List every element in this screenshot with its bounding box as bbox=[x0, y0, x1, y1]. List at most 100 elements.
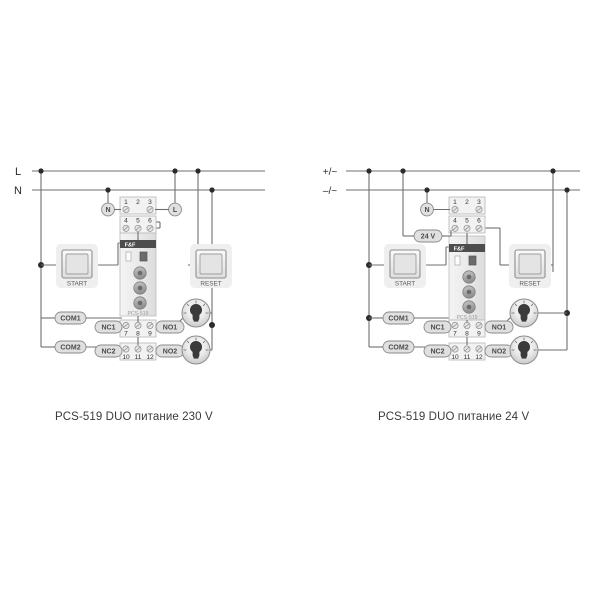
terminal-number-6: 6 bbox=[477, 218, 481, 225]
terminal-number-4: 4 bbox=[453, 218, 457, 225]
minus-rail-label: –/~ bbox=[323, 186, 337, 197]
line-rail-label: L bbox=[15, 166, 21, 178]
knob-3-center bbox=[466, 304, 472, 310]
diagram-right: +/~ –/~ bbox=[323, 167, 580, 365]
terminal-number-9: 9 bbox=[148, 330, 152, 337]
nc1-label: NC1 bbox=[94, 320, 123, 334]
led-indicator-1 bbox=[454, 255, 461, 266]
start-switch-rocker[interactable] bbox=[65, 253, 89, 275]
voltage-badge-label: 24 V bbox=[421, 234, 436, 241]
junction-dot bbox=[400, 168, 406, 174]
reset-switch[interactable]: RESET bbox=[190, 244, 232, 288]
no2-label-text: NO2 bbox=[163, 349, 178, 356]
terminal-number-7: 7 bbox=[453, 330, 457, 337]
start-switch[interactable]: START bbox=[56, 244, 98, 288]
terminal-screw-5 bbox=[134, 224, 142, 232]
device-module-right: F&F PCS-519 1 2 3 4 5 bbox=[448, 196, 486, 361]
junction-dot bbox=[550, 168, 556, 174]
voltage-badge: 24 V bbox=[413, 229, 443, 243]
nc2-label: NC2 bbox=[423, 344, 452, 358]
terminal-screw-11 bbox=[463, 345, 471, 353]
junction-dot bbox=[366, 168, 372, 174]
terminal-screw-3 bbox=[475, 206, 483, 213]
terminal-number-7: 7 bbox=[124, 330, 128, 337]
caption-right: PCS-519 DUO питание 24 V bbox=[378, 411, 530, 423]
terminal-screw-5 bbox=[463, 224, 471, 232]
line-badge: L bbox=[168, 202, 182, 217]
knob-1-center bbox=[137, 270, 143, 276]
com1-label-text: COM1 bbox=[60, 316, 80, 323]
terminal-number-8: 8 bbox=[136, 330, 140, 337]
lamp-1 bbox=[509, 298, 539, 328]
terminal-screw-4 bbox=[451, 224, 459, 232]
no1-label: NO1 bbox=[155, 320, 185, 334]
terminal-number-10: 10 bbox=[122, 354, 130, 361]
reset-switch[interactable]: RESET bbox=[509, 244, 551, 288]
device-model-text: PCS-519 bbox=[127, 311, 148, 317]
brand-logo-text: F&F bbox=[125, 242, 136, 248]
terminal-number-8: 8 bbox=[465, 330, 469, 337]
led-indicator-2 bbox=[468, 255, 477, 266]
lamp-1 bbox=[181, 298, 211, 328]
terminal-screw-12 bbox=[475, 345, 483, 353]
terminal-screw-12 bbox=[146, 345, 154, 353]
knob-1-center bbox=[466, 274, 472, 280]
terminal-screw-10 bbox=[451, 345, 459, 353]
nc1-label-text: NC1 bbox=[101, 325, 115, 332]
terminal-screw-1 bbox=[451, 206, 459, 213]
lamp-2 bbox=[509, 335, 539, 365]
com2-label-text: COM2 bbox=[60, 345, 80, 352]
nc1-label-text: NC1 bbox=[430, 325, 444, 332]
no2-label: NO2 bbox=[484, 344, 514, 358]
no1-label: NO1 bbox=[484, 320, 514, 334]
neutral-rail-label: N bbox=[14, 185, 22, 197]
junction-dot bbox=[209, 322, 215, 328]
terminal-number-2: 2 bbox=[465, 199, 469, 206]
knob-3-center bbox=[137, 300, 143, 306]
terminal-number-11: 11 bbox=[135, 354, 142, 361]
com1-label: COM1 bbox=[54, 311, 87, 325]
terminal-screw-11 bbox=[134, 345, 142, 353]
lamp-2 bbox=[181, 335, 211, 365]
terminal-screw-7 bbox=[451, 322, 459, 329]
com2-label-text: COM2 bbox=[388, 345, 408, 352]
terminal-screw-6 bbox=[146, 224, 154, 232]
terminal-screw-9 bbox=[475, 322, 483, 329]
terminal-number-12: 12 bbox=[146, 354, 154, 361]
junction-dot bbox=[105, 187, 111, 193]
plus-rail-label: +/~ bbox=[323, 167, 338, 178]
terminal-number-11: 11 bbox=[464, 354, 471, 361]
junction-dot bbox=[38, 168, 44, 174]
reset-switch-label: RESET bbox=[200, 281, 221, 288]
no2-label-text: NO2 bbox=[492, 349, 507, 356]
com1-label: COM1 bbox=[382, 311, 415, 325]
caption-left: PCS-519 DUO питание 230 V bbox=[55, 411, 213, 423]
start-switch-label: START bbox=[67, 281, 87, 288]
start-switch[interactable]: START bbox=[384, 244, 426, 288]
brand-band bbox=[120, 240, 156, 248]
nc2-label: NC2 bbox=[94, 344, 123, 358]
nc2-label-text: NC2 bbox=[430, 349, 444, 356]
reset-switch-rocker[interactable] bbox=[518, 253, 542, 275]
terminal-number-9: 9 bbox=[477, 330, 481, 337]
terminal-number-10: 10 bbox=[451, 354, 459, 361]
terminal-number-12: 12 bbox=[475, 354, 483, 361]
terminal-screw-8 bbox=[134, 322, 142, 329]
junction-dot bbox=[564, 187, 570, 193]
com1-label-text: COM1 bbox=[388, 316, 408, 323]
no1-label-text: NO1 bbox=[492, 325, 507, 332]
terminal-screw-6 bbox=[475, 224, 483, 232]
terminal-number-3: 3 bbox=[477, 199, 481, 206]
start-switch-rocker[interactable] bbox=[393, 253, 417, 275]
brand-logo-text: F&F bbox=[454, 246, 465, 252]
led-indicator-2 bbox=[139, 251, 148, 262]
neutral-badge-label: N bbox=[105, 207, 110, 214]
terminal-number-4: 4 bbox=[124, 218, 128, 225]
terminal-number-5: 5 bbox=[465, 218, 469, 225]
reset-switch-label: RESET bbox=[519, 281, 540, 288]
line-badge-label: L bbox=[173, 207, 178, 214]
start-switch-label: START bbox=[395, 281, 415, 288]
terminal-screw-9 bbox=[146, 322, 154, 329]
reset-switch-rocker[interactable] bbox=[199, 253, 223, 275]
